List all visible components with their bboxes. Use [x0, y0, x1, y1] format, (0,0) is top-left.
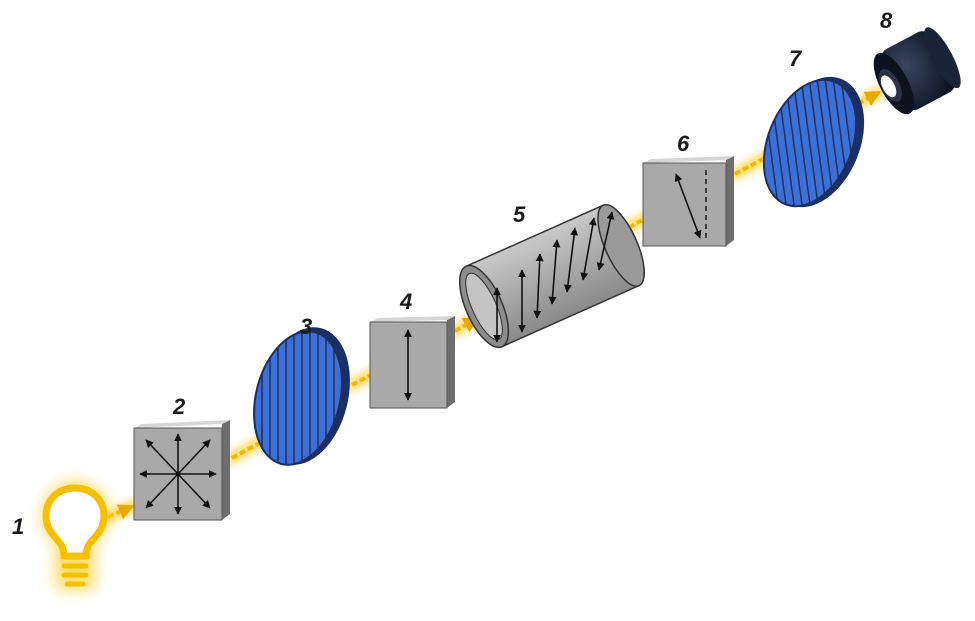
detector-icon [873, 27, 961, 115]
label-2: 2 [172, 394, 186, 419]
label-4: 4 [399, 289, 412, 314]
label-6: 6 [677, 131, 690, 156]
polarizer-disk [253, 321, 350, 475]
beam-segment-1 [107, 504, 135, 520]
label-7: 7 [789, 46, 803, 71]
lightbulb-icon [41, 481, 109, 590]
rotated-plate [642, 156, 734, 247]
component-labels: 1 2 3 4 5 6 7 8 [12, 8, 893, 539]
sample-tube [458, 203, 645, 349]
label-8: 8 [880, 8, 893, 33]
unpolarized-plate [133, 420, 230, 521]
label-1: 1 [12, 514, 24, 539]
analyzer-disk [759, 69, 865, 220]
label-3: 3 [300, 314, 312, 339]
label-5: 5 [513, 202, 526, 227]
polarized-plate [369, 316, 455, 409]
